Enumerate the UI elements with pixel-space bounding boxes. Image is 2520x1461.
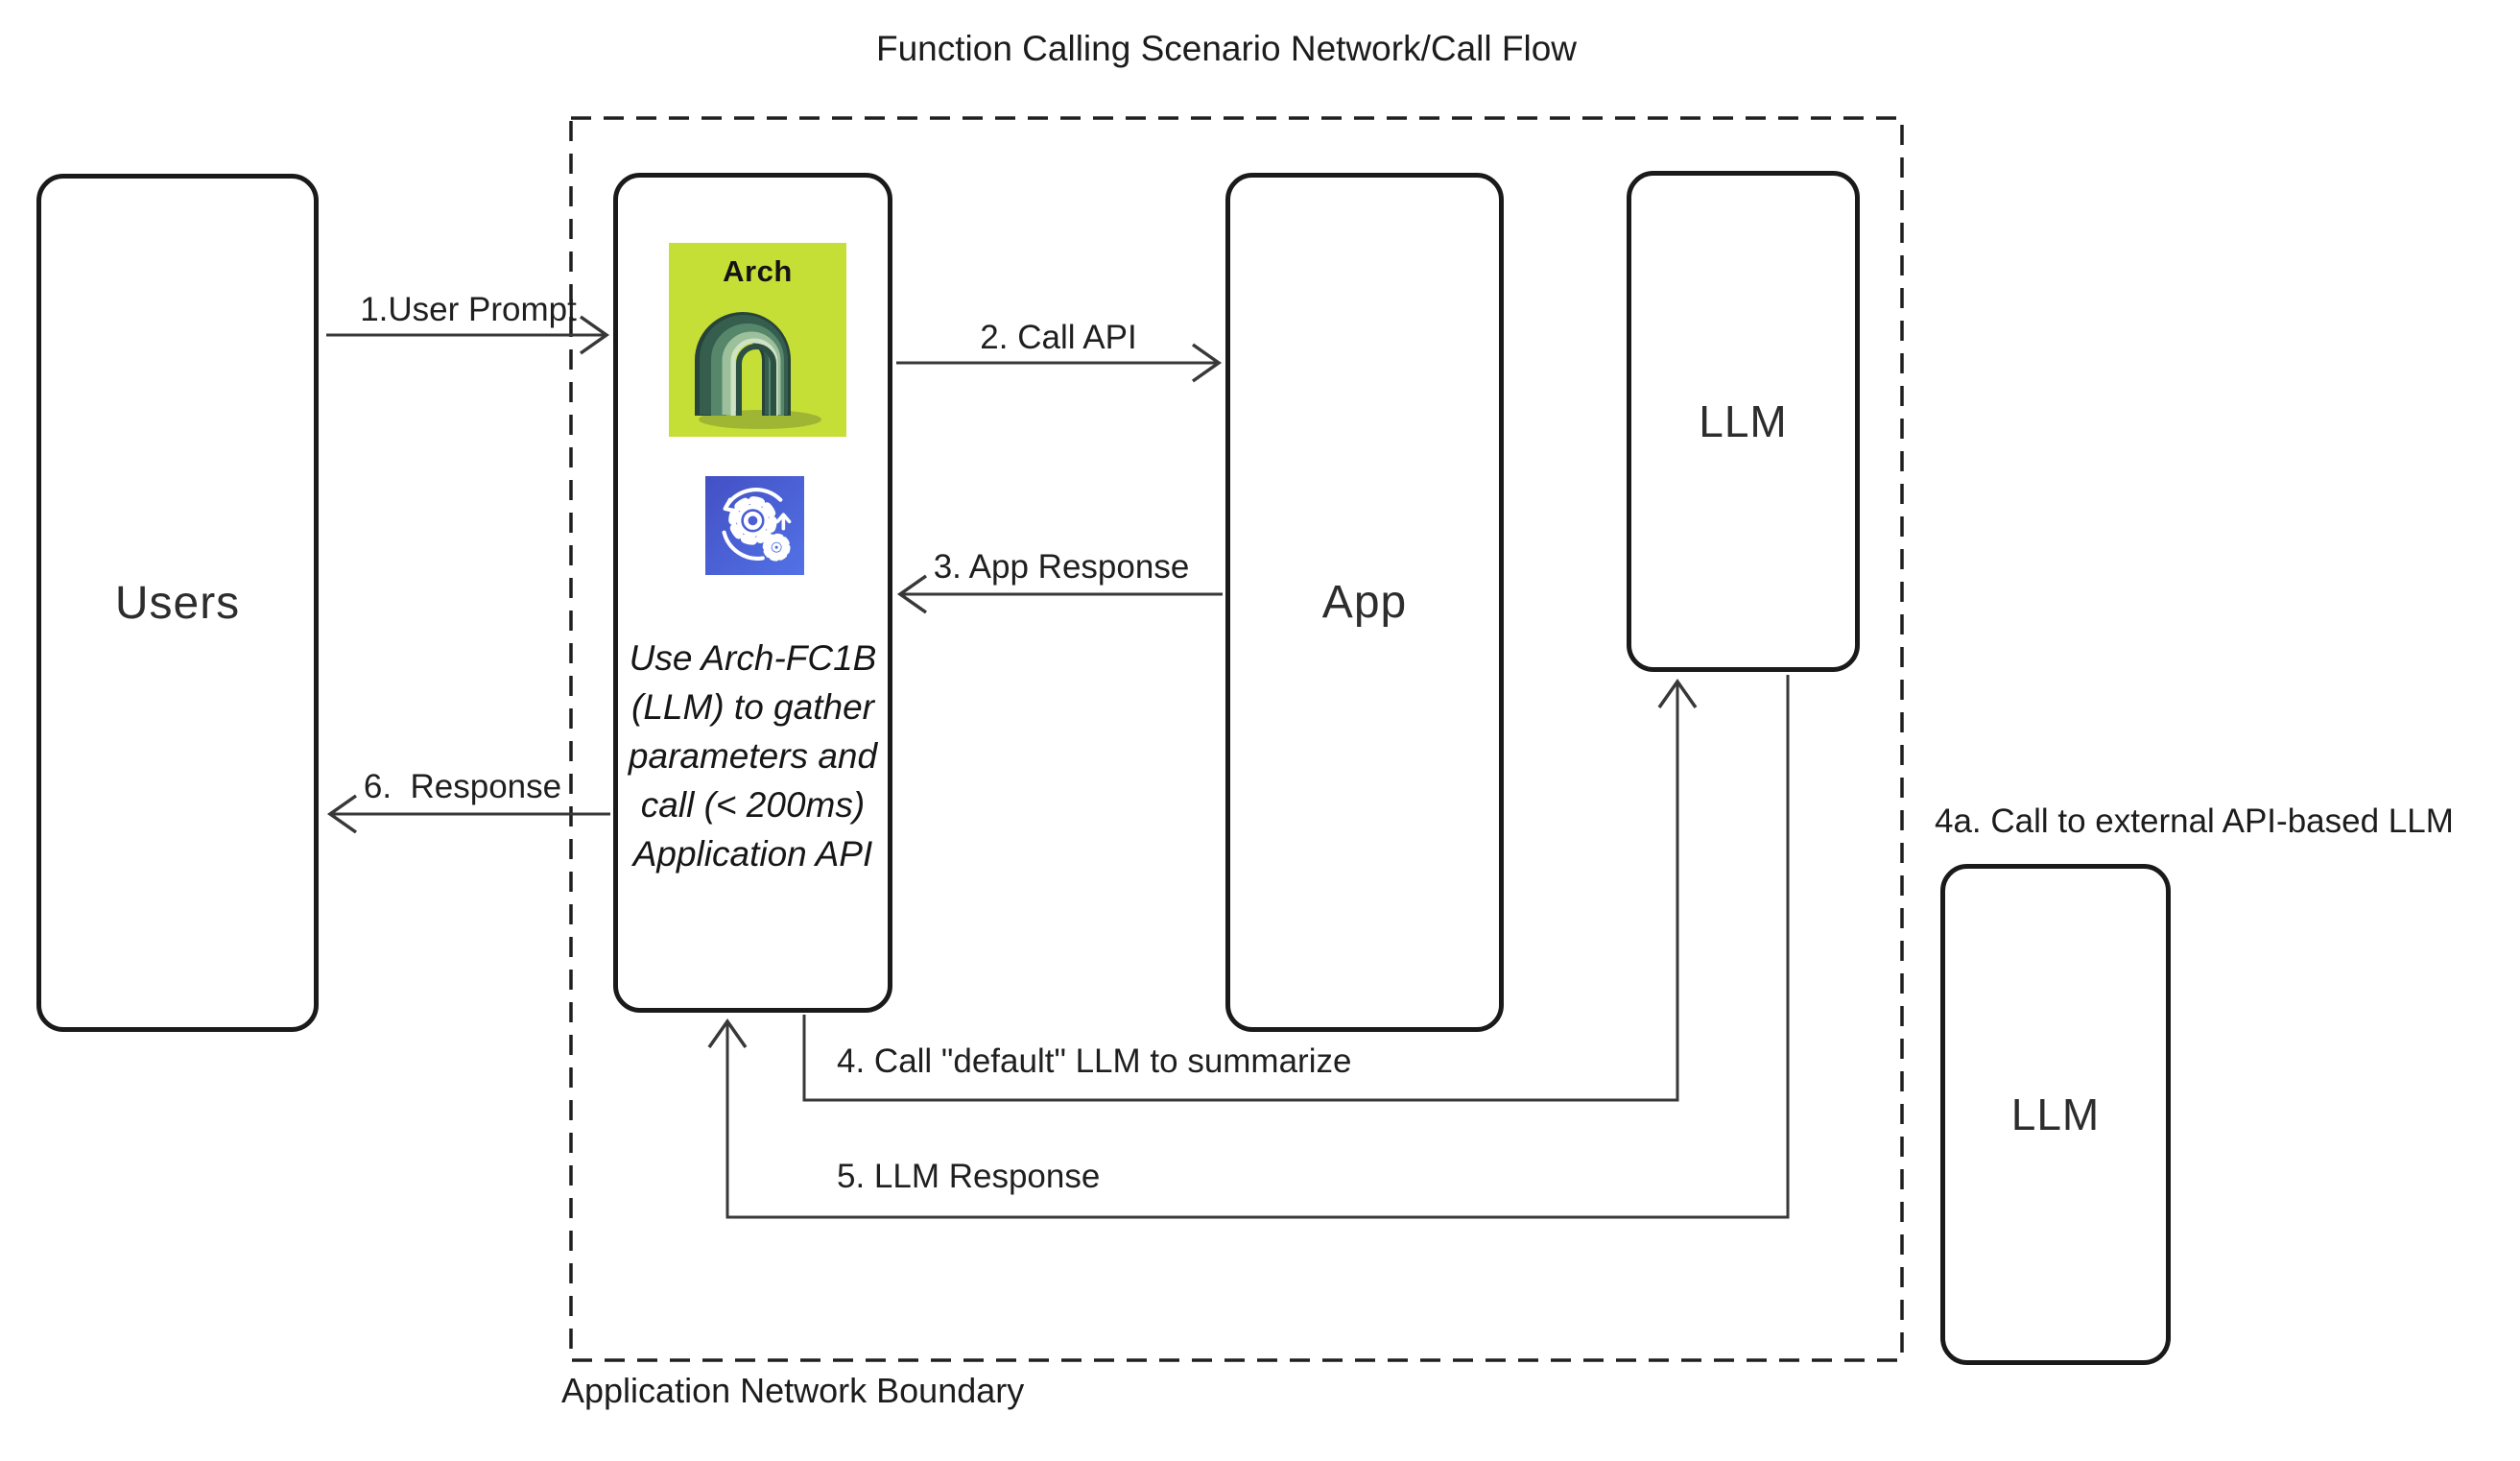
arch-note: Use Arch-FC1B (LLM) to gather parameters… (628, 638, 878, 874)
app-label: App (1321, 577, 1408, 628)
users-label: Users (114, 577, 241, 629)
llm-external-label: LLM (2010, 1090, 2101, 1139)
llm-external-caption: 4a. Call to external API-based LLM (1935, 802, 2454, 840)
edge-2-label: 2. Call API (980, 319, 1137, 356)
arch-logo-text: Arch (723, 254, 793, 288)
boundary-label: Application Network Boundary (561, 1371, 1025, 1410)
node-users: Users (36, 174, 319, 1032)
page-title: Function Calling Scenario Network/Call F… (875, 29, 1577, 68)
edge-1-label: 1.User Prompt (360, 291, 577, 328)
node-app: App (1225, 173, 1504, 1032)
node-llm-external: LLM (1940, 864, 2171, 1365)
edge-3-label: 3. App Response (933, 548, 1190, 586)
llm-internal-label: LLM (1699, 396, 1788, 446)
application-network-boundary (569, 116, 1904, 1362)
node-llm-internal: LLM (1627, 171, 1860, 672)
edge-6-label: 6. Response (363, 768, 562, 805)
gears-sync-icon (705, 476, 804, 575)
edge-4-arrow (802, 678, 1698, 1102)
edge-4-label: 4. Call "default" LLM to summarize (837, 1042, 1352, 1080)
arch-logo: Arch (669, 243, 846, 437)
arch-ribbon-icon (695, 312, 821, 429)
edge-5-arrow (707, 675, 1790, 1219)
edge-5-label: 5. LLM Response (837, 1158, 1101, 1195)
